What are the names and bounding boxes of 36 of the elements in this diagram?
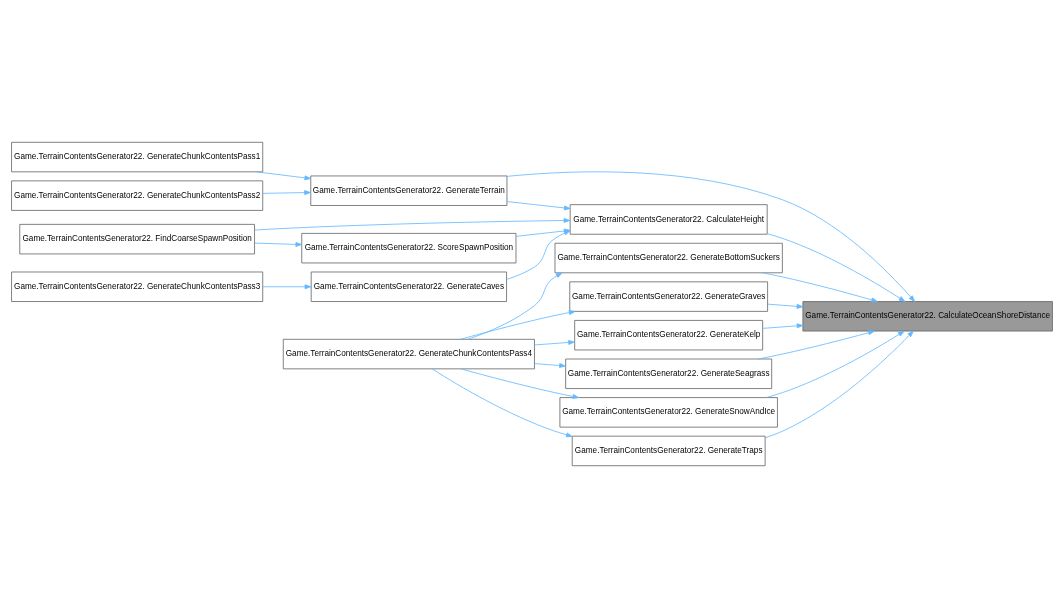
node-box: Game.TerrainContentsGenerator22. GenerateSeagrass (565, 358, 773, 389)
arrow (534, 362, 566, 368)
node-box: Game.TerrainContentsGenerator22. FindCoarseSpawnPosition (19, 223, 255, 254)
arrow (766, 232, 906, 302)
arrow (262, 283, 312, 289)
node-box: Game.TerrainContentsGenerator22. GenerateChunkContentsPass3 (11, 271, 264, 302)
node-box: Game.TerrainContentsGenerator22. GenerateTraps (571, 435, 766, 466)
node-box: Game.TerrainContentsGenerator22. ScoreSpawnPosition (301, 232, 517, 263)
node-box: Game.TerrainContentsGenerator22. GenerateGraves (569, 280, 768, 312)
arrow (764, 330, 914, 438)
node-box: Game.TerrainContentsGenerator22. GenerateChunkContentsPass4 (282, 338, 535, 369)
node-box: Game.TerrainContentsGenerator22. GenerateCaves (310, 271, 507, 302)
arrow (762, 322, 804, 329)
arrow (431, 367, 573, 437)
arrow (460, 309, 576, 340)
arrow (254, 217, 571, 230)
arrow (262, 189, 311, 195)
arrow (757, 329, 875, 359)
node-box: Game.TerrainContentsGenerator22. GenerateSnowAndIce (559, 396, 778, 428)
node-box: Game.TerrainContentsGenerator22. CalculateHeight (569, 203, 768, 235)
node-box: Game.TerrainContentsGenerator22. CalculateOceanShoreDistance (802, 300, 1053, 331)
arrow (506, 170, 916, 302)
node-box: Game.TerrainContentsGenerator22. GenerateTerrain (310, 175, 508, 206)
arrow (534, 339, 575, 345)
node-box: Game.TerrainContentsGenerator22. GenerateKelp (574, 319, 764, 350)
arrow (467, 272, 563, 340)
node-box: Game.TerrainContentsGenerator22. GenerateChunkContentsPass1 (11, 141, 264, 172)
arrow (767, 303, 804, 309)
arrow (506, 200, 571, 210)
arrow (762, 271, 878, 302)
arrow (256, 170, 311, 180)
arrow (460, 368, 580, 399)
arrow (254, 241, 303, 247)
arrow (765, 330, 905, 398)
node-box: Game.TerrainContentsGenerator22. GenerateChunkContentsPass2 (11, 179, 264, 211)
node-box: Game.TerrainContentsGenerator22. GenerateBottomSuckers (554, 242, 783, 273)
